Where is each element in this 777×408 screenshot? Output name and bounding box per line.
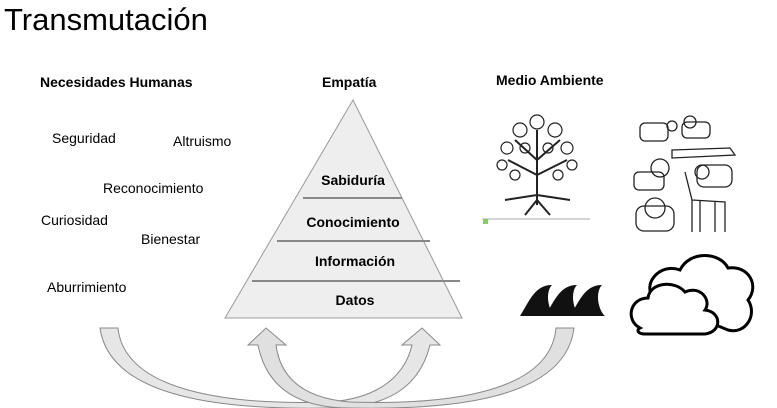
pyramid-level-conocimiento: Conocimiento	[306, 214, 400, 230]
slide-title: Transmutación	[4, 2, 208, 37]
clouds-icon	[629, 254, 755, 336]
pyramid-level-sabiduria: Sabiduría	[321, 172, 385, 188]
curved-arrow-left-to-right	[99, 327, 442, 408]
animals-icon	[633, 115, 737, 232]
need-curiosidad: Curiosidad	[41, 212, 108, 228]
pyramid-level-informacion: Información	[314, 253, 396, 269]
need-seguridad: Seguridad	[52, 130, 116, 146]
need-altruismo: Altruismo	[173, 133, 232, 149]
need-aburrimiento: Aburrimiento	[47, 279, 127, 295]
heading-empathy: Empatía	[322, 74, 377, 90]
tree-icon	[482, 114, 590, 224]
pyramid	[224, 98, 463, 319]
need-reconocimiento: Reconocimiento	[103, 180, 204, 196]
waves-icon	[520, 285, 605, 316]
curved-arrow-right-to-left	[246, 327, 575, 408]
heading-environment: Medio Ambiente	[496, 72, 604, 88]
need-bienestar: Bienestar	[141, 231, 201, 247]
heading-human-needs: Necesidades Humanas	[40, 74, 193, 90]
pyramid-level-datos: Datos	[335, 292, 375, 308]
